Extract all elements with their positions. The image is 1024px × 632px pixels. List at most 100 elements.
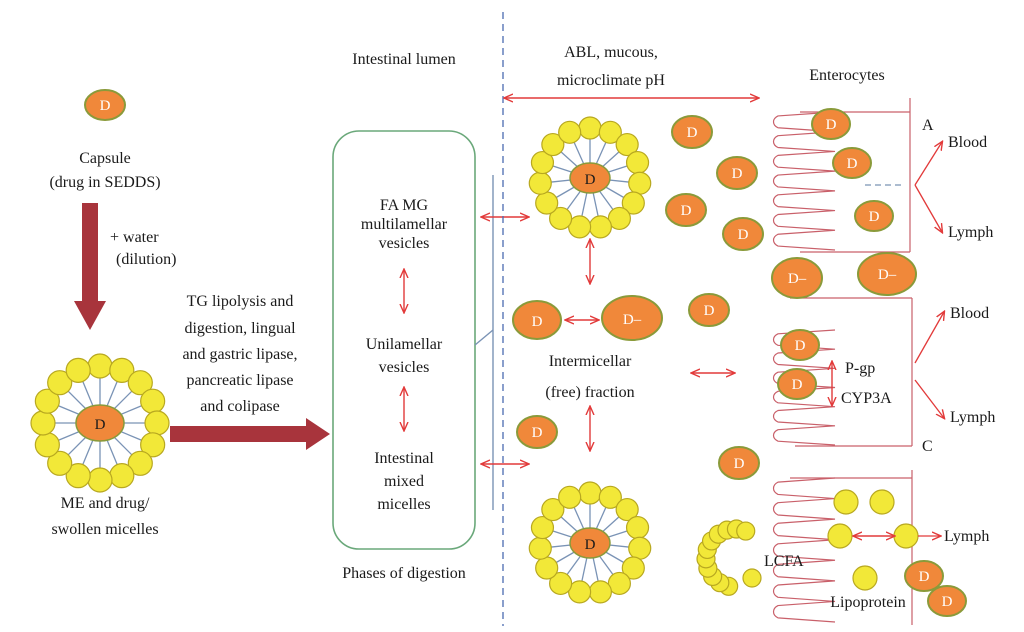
drug-particle: D bbox=[688, 293, 730, 327]
lcfa-label: LCFA bbox=[764, 553, 804, 570]
svg-text:D: D bbox=[919, 569, 930, 585]
drug-particle: D bbox=[716, 156, 758, 190]
svg-text:D: D bbox=[532, 314, 543, 330]
micelle-drug-core bbox=[569, 527, 611, 559]
digestion-arrow bbox=[170, 418, 330, 450]
intestinal-lumen-label: Intestinal lumen bbox=[352, 51, 456, 68]
lipid-head bbox=[615, 132, 639, 157]
blood-b-label: Blood bbox=[950, 305, 989, 322]
drug-free: D bbox=[512, 300, 562, 340]
lipid-head bbox=[558, 120, 582, 144]
lipid-head bbox=[628, 536, 652, 560]
lipid-head bbox=[628, 171, 652, 195]
lipid-head bbox=[615, 497, 639, 522]
lipoprotein-label: Lipoprotein bbox=[830, 594, 906, 611]
svg-text:D: D bbox=[532, 425, 543, 441]
svg-text:D: D bbox=[847, 156, 858, 172]
lipid-head bbox=[109, 463, 135, 489]
lymph-b-label: Lymph bbox=[950, 409, 995, 426]
svg-text:D: D bbox=[792, 377, 803, 393]
blood-a-label: Blood bbox=[948, 134, 987, 151]
svg-text:D–: D– bbox=[878, 267, 897, 283]
svg-text:D: D bbox=[687, 125, 698, 141]
enterocyte-drug: D bbox=[854, 200, 894, 232]
lipoprotein-spheres bbox=[827, 489, 919, 591]
vesicles-label: vesicles bbox=[379, 235, 430, 252]
unilamellar-vesicles-label: vesicles bbox=[379, 359, 430, 376]
lipid-head bbox=[588, 580, 612, 604]
multilamellar-label: multilamellar bbox=[361, 216, 448, 233]
lipid-head bbox=[568, 580, 592, 604]
tg-label-2: digestion, lingual bbox=[184, 320, 296, 337]
microclimate-label: microclimate pH bbox=[557, 72, 665, 89]
cell-a-label: A bbox=[922, 117, 934, 134]
ionized-drug: D– bbox=[857, 252, 917, 296]
lipoprotein-sphere bbox=[869, 489, 895, 515]
lipid-head bbox=[541, 132, 565, 157]
lipid-head bbox=[625, 515, 650, 540]
lipid-head bbox=[530, 515, 555, 540]
lipid-head bbox=[549, 571, 573, 596]
lipid-head bbox=[144, 410, 170, 436]
lcfa-ring bbox=[696, 519, 762, 596]
lipid-head bbox=[598, 485, 622, 509]
drug-particle: D bbox=[671, 115, 713, 149]
lipid-head bbox=[127, 450, 153, 476]
svg-text:D: D bbox=[585, 537, 596, 553]
lipid-head bbox=[558, 485, 582, 509]
drug-ionized-free: D– bbox=[601, 295, 663, 341]
svg-text:D: D bbox=[585, 172, 596, 188]
pgp-label: P-gp bbox=[845, 360, 875, 377]
micelle-drug-core bbox=[569, 162, 611, 194]
tg-label-1: TG lipolysis and bbox=[187, 293, 294, 310]
lipid-head bbox=[140, 432, 166, 458]
enterocyte-drug: D bbox=[780, 329, 820, 361]
capsule-drug: D bbox=[84, 89, 126, 121]
cell-b-outline bbox=[790, 297, 913, 447]
enterocytes-label: Enterocytes bbox=[809, 67, 885, 84]
lipid-head bbox=[621, 191, 645, 215]
lipid-head bbox=[528, 536, 552, 560]
mixed-micelle-top: D bbox=[528, 116, 652, 239]
lipid-head bbox=[588, 215, 612, 239]
svg-text:D: D bbox=[942, 594, 953, 610]
svg-text:D: D bbox=[704, 303, 715, 319]
swollen-micelle: D bbox=[30, 353, 170, 493]
lcfa-head bbox=[742, 568, 762, 588]
svg-text:D: D bbox=[100, 98, 111, 114]
microvilli bbox=[772, 477, 836, 623]
phases-label: Phases of digestion bbox=[342, 565, 466, 582]
lipid-head bbox=[549, 206, 573, 231]
bracket-connector bbox=[474, 329, 494, 346]
enterocyte-drug: D bbox=[832, 147, 872, 179]
dilution-arrow bbox=[74, 203, 106, 330]
microvilli bbox=[772, 111, 836, 251]
lipid-head bbox=[87, 353, 113, 379]
drug-particle: D bbox=[516, 415, 558, 449]
scattered-drugs: D D D D D D D bbox=[516, 115, 764, 480]
lipid-head bbox=[568, 215, 592, 239]
mixed-label: mixed bbox=[384, 473, 424, 490]
tg-label-3: and gastric lipase, bbox=[182, 346, 297, 363]
micelle-drug-core bbox=[75, 404, 125, 442]
capsule-label: Capsule bbox=[79, 150, 131, 167]
lipid-head bbox=[34, 432, 60, 458]
arrow-a-lymph bbox=[914, 184, 942, 232]
abl-label: ABL, mucous, bbox=[564, 44, 658, 61]
enterocyte-drug: D bbox=[811, 108, 851, 140]
unilamellar-label: Unilamellar bbox=[366, 336, 443, 353]
capsule-sublabel: (drug in SEDDS) bbox=[49, 174, 160, 191]
arrow-a-blood bbox=[914, 142, 942, 186]
tg-label-4: pancreatic lipase bbox=[186, 372, 293, 389]
cyp3a-label: CYP3A bbox=[841, 390, 892, 407]
lipid-head bbox=[34, 388, 60, 414]
lipoprotein-sphere bbox=[827, 523, 853, 549]
dilution-label: (dilution) bbox=[116, 251, 176, 268]
arrow-b-lymph bbox=[914, 379, 944, 418]
lipoprotein-sphere bbox=[893, 523, 919, 549]
svg-text:D: D bbox=[738, 227, 749, 243]
lipid-head bbox=[65, 357, 91, 383]
cell-c-label: C bbox=[922, 438, 933, 455]
drug-particle: D bbox=[718, 446, 760, 480]
